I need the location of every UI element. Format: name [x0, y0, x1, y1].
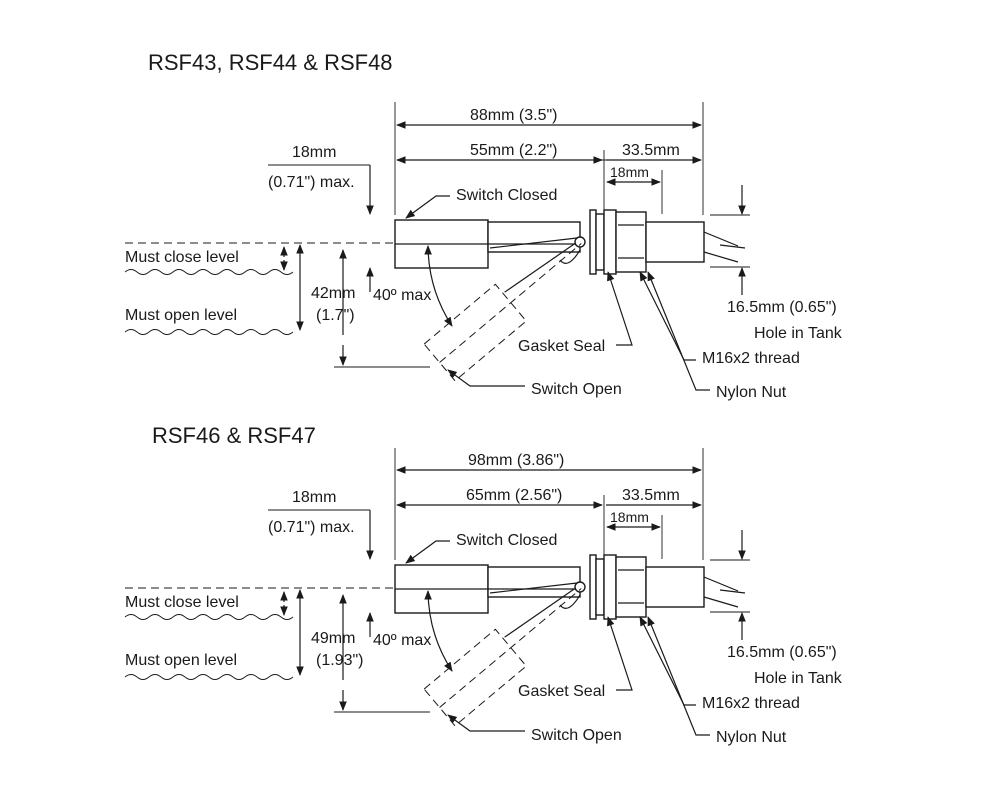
- water-levels: [124, 587, 400, 680]
- leader-lines: [405, 195, 710, 391]
- dim-float-height: 18mm: [292, 144, 336, 161]
- switch-closed-label: Switch Closed: [456, 187, 557, 204]
- must-close-level-label: Must close level: [125, 249, 239, 266]
- dim-float-height-inch: (0.71") max.: [268, 519, 355, 536]
- dim-nut-width: 18mm: [610, 164, 649, 180]
- angle-label: 40º max: [373, 632, 431, 649]
- dimension-lines: [268, 448, 750, 713]
- dim-thread-length: 33.5mm: [622, 142, 680, 159]
- thread-label: M16x2 thread: [702, 695, 800, 712]
- diagram-rsf46-47: RSF46 & RSF47: [124, 423, 843, 746]
- dim-thread-length: 33.5mm: [622, 487, 680, 504]
- angle-label: 40º max: [373, 287, 431, 304]
- dim-travel: 49mm: [311, 630, 355, 647]
- dimension-lines: [268, 102, 750, 368]
- dim-float-height-inch: (0.71") max.: [268, 174, 355, 191]
- gasket-seal-label: Gasket Seal: [518, 683, 605, 700]
- thread-label: M16x2 thread: [702, 350, 800, 367]
- switch-body: [394, 554, 746, 727]
- water-levels: [124, 242, 400, 335]
- switch-open-label: Switch Open: [531, 381, 622, 398]
- diagram-title: RSF46 & RSF47: [152, 423, 316, 448]
- leader-lines: [405, 540, 710, 736]
- dim-total-length: 98mm (3.86"): [468, 452, 564, 469]
- dim-nut-width: 18mm: [610, 509, 649, 525]
- dim-travel-inch: (1.7"): [316, 307, 355, 324]
- diagram-rsf43-44-48: RSF43, RSF44 & RSF48: [124, 50, 843, 401]
- dim-travel: 42mm: [311, 285, 355, 302]
- hole-size-label: 16.5mm (0.65"): [727, 299, 837, 316]
- switch-open-label: Switch Open: [531, 727, 622, 744]
- must-open-level-label: Must open level: [125, 307, 237, 324]
- switch-closed-label: Switch Closed: [456, 532, 557, 549]
- gasket-seal-label: Gasket Seal: [518, 338, 605, 355]
- nylon-nut-label: Nylon Nut: [716, 384, 787, 401]
- switch-body: [394, 209, 746, 382]
- hole-size-label: 16.5mm (0.65"): [727, 644, 837, 661]
- dim-body-length: 65mm (2.56"): [466, 487, 562, 504]
- dim-travel-inch: (1.93"): [316, 652, 363, 669]
- must-open-level-label: Must open level: [125, 652, 237, 669]
- hole-in-tank-label: Hole in Tank: [754, 325, 843, 342]
- dim-total-length: 88mm (3.5"): [470, 107, 557, 124]
- dim-float-height: 18mm: [292, 489, 336, 506]
- hole-in-tank-label: Hole in Tank: [754, 670, 843, 687]
- must-close-level-label: Must close level: [125, 594, 239, 611]
- dim-body-length: 55mm (2.2"): [470, 142, 557, 159]
- diagram-title: RSF43, RSF44 & RSF48: [148, 50, 393, 75]
- nylon-nut-label: Nylon Nut: [716, 729, 787, 746]
